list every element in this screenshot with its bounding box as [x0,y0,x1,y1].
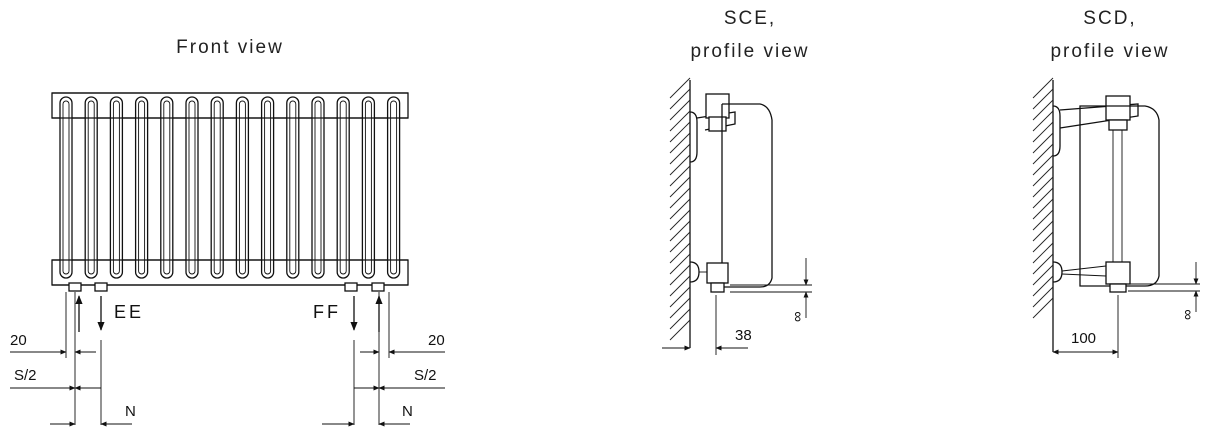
label-right-n: N [402,403,413,420]
valve-right-2 [371,282,385,292]
radiator-column [84,96,98,279]
sce-bottom-valve [706,262,729,284]
front-view-title: Front view [176,37,284,58]
radiator-column-inner [87,100,95,275]
radiator-column-inner [339,100,347,275]
scd-radiator-body [1079,105,1160,287]
radiator-column-inner [138,100,146,275]
radiator-column-inner [62,100,70,275]
label-ee: EE [114,302,144,322]
scd-title-line1: SCD, [1083,8,1136,29]
label-right-s2: S/2 [414,367,437,384]
radiator-column-inner [289,100,297,275]
radiator-column [311,96,325,279]
label-ff: FF [313,302,341,322]
radiator-column [235,96,250,279]
scd-wall-plate [1052,105,1061,157]
radiator-column [59,96,73,279]
scd-bottom-valve [1105,261,1131,285]
sce-radiator-body [722,103,773,288]
radiator-column-inner [314,100,322,275]
sce-title-line1: SCE, [724,8,776,29]
scd-height-symbol: ∞ [1179,309,1196,320]
label-left-20: 20 [10,332,27,349]
radiator-column [361,96,376,279]
label-right-20: 20 [428,332,445,349]
radiator-column-inner [264,100,272,275]
radiator-column [160,96,174,279]
sce-wall-distance: 38 [735,327,752,344]
label-left-s2: S/2 [14,367,37,384]
radiator-column [134,96,149,279]
valve-right-1 [344,282,358,292]
radiator-column [286,96,300,279]
radiator-column-inner [364,100,372,275]
sce-profile-view: SCE, profile view ∞ 38 [662,8,812,355]
valve-left-1 [68,282,82,292]
radiator-column-inner [112,100,120,275]
radiator-column-inner [238,100,246,275]
top-header [51,92,409,119]
sce-wall-plate [689,111,698,163]
radiator-column [185,96,199,279]
sce-height-symbol: ∞ [789,311,806,322]
radiator-column [109,96,124,279]
radiator-column-inner [390,100,398,275]
radiator-columns [52,92,408,286]
radiator-column-inner [188,100,196,275]
radiator-column [260,96,275,279]
radiator-column-inner [163,100,171,275]
scd-profile-view: SCD, profile view ∞ 100 [1032,8,1200,358]
radiator-column [336,96,350,279]
scd-wall-distance: 100 [1071,330,1096,347]
bottom-header [51,259,409,286]
scd-wall-hatch [1032,77,1054,319]
scd-top-clamp [1105,95,1131,121]
radiator-column [386,96,401,279]
sce-wall-hatch [669,77,691,341]
scd-title-line2: profile view [1050,41,1169,62]
radiator-column-inner [213,100,221,275]
label-left-n: N [125,403,136,420]
radiator-column [210,96,224,279]
sce-top-clamp [705,93,730,119]
sce-title-line2: profile view [690,41,809,62]
valve-left-2 [94,282,108,292]
front-view: Front view EE FF 20 S/2 [10,37,445,427]
